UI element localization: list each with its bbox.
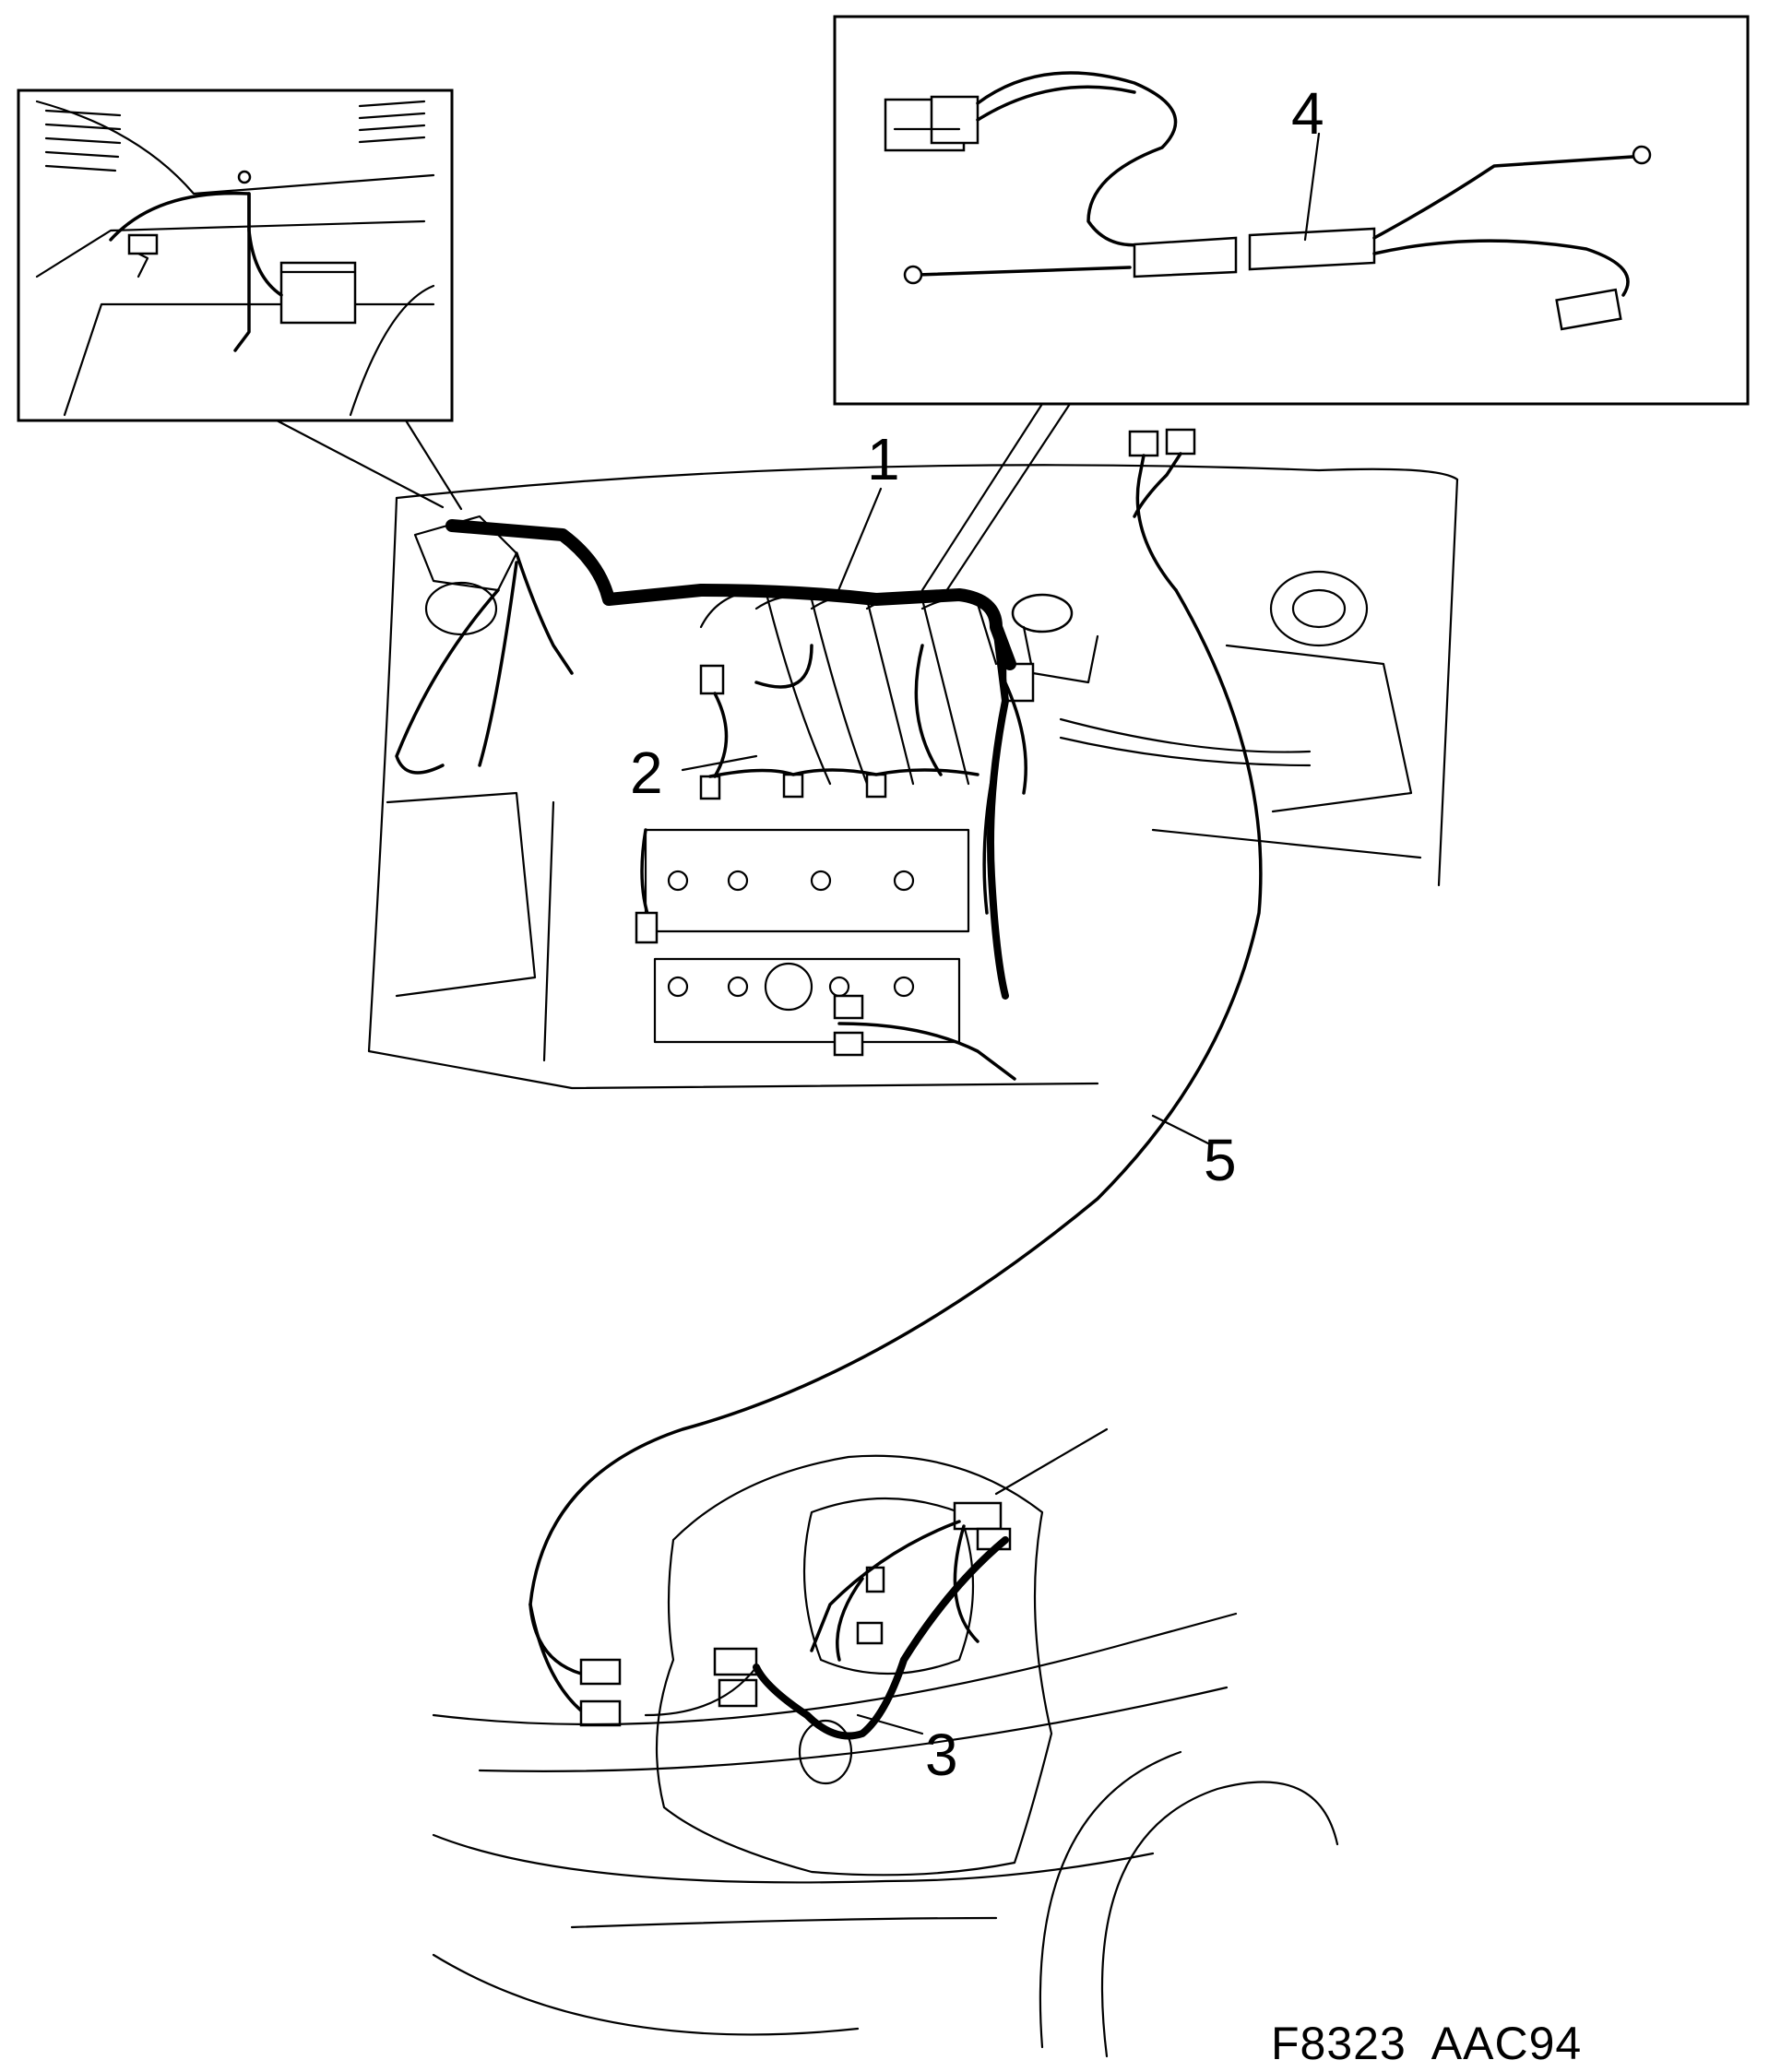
- leader-lines: [681, 132, 1321, 1735]
- inset-harness-detail: [833, 15, 1750, 406]
- inset-pointer-left: [275, 419, 445, 509]
- figure-code: F8323 AAC94: [1271, 2018, 1582, 2069]
- callout-5: 5: [1204, 1127, 1237, 1193]
- engine-bay: [367, 464, 1459, 1090]
- callout-3: 3: [925, 1722, 958, 1788]
- inset-dashboard-control-unit: [17, 89, 454, 422]
- coil-harness: [635, 644, 1016, 1081]
- callout-4: 4: [1291, 80, 1324, 147]
- long-cable-harness: [528, 428, 1263, 1727]
- front-car-headlight: [432, 1427, 1339, 2058]
- callout-2: 2: [630, 740, 663, 806]
- callout-1: 1: [867, 426, 900, 492]
- main-engine-harness: [395, 519, 1027, 1000]
